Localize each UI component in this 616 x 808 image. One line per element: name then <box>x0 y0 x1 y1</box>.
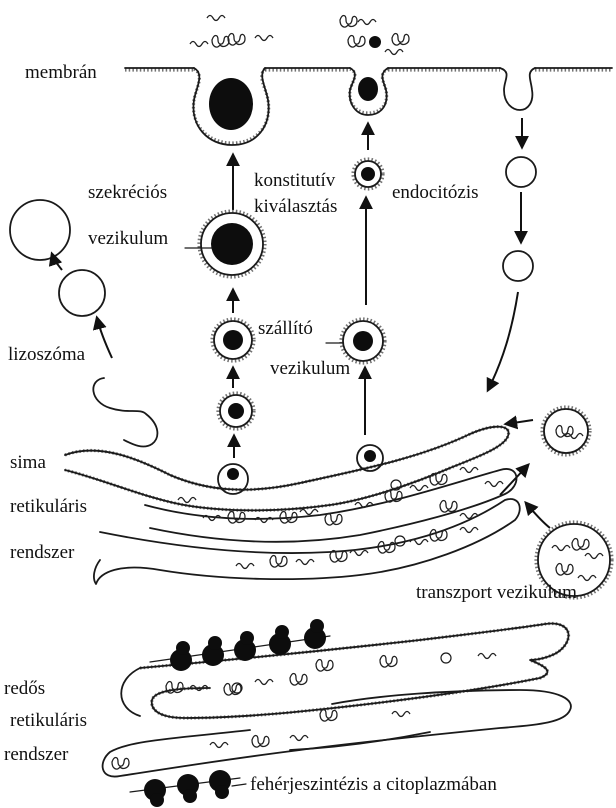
label-constitutive-2: kiválasztás <box>254 196 337 217</box>
secretory-exocytosis-pocket <box>193 68 268 145</box>
label-transport-vesicle: transzport vezikulum <box>416 582 577 603</box>
label-lysosome: lizoszóma <box>8 344 86 365</box>
label-transport-1: szállító <box>258 318 313 339</box>
lysosome-large <box>10 200 70 260</box>
transport-vesicles-right <box>500 407 612 598</box>
label-rough-1: redős <box>4 678 45 699</box>
label-smooth-1: sima <box>10 452 46 473</box>
released-proteins <box>190 16 409 55</box>
constitutive-vesicle <box>353 159 383 189</box>
secretory-vesicle <box>185 211 265 277</box>
endocytic-vesicle-1 <box>506 157 536 187</box>
label-transport-2: vezikulum <box>270 358 350 379</box>
label-rough-3: rendszer <box>4 744 69 765</box>
label-rough-2: retikuláris <box>10 710 87 731</box>
label-smooth-3: rendszer <box>10 542 75 563</box>
label-smooth-2: retikuláris <box>10 496 87 517</box>
lysosome-medium <box>59 270 105 316</box>
label-constitutive-1: konstitutív <box>254 170 336 191</box>
label-protein-synthesis: fehérjeszintézis a citoplazmában <box>250 774 497 795</box>
endocytosis-pocket <box>500 68 535 110</box>
maturing-vesicle-2 <box>218 393 254 429</box>
constitutive-exocytosis-pocket <box>350 68 388 115</box>
endocytosis-pathway <box>488 118 536 390</box>
transport-vesicle-small <box>542 407 590 455</box>
secretory-pathway <box>185 155 265 458</box>
smooth-er-system <box>65 427 520 584</box>
label-membrane: membrán <box>25 62 97 83</box>
maturing-vesicle-1 <box>212 319 254 361</box>
label-secretory-2: vezikulum <box>88 228 168 249</box>
label-endocytosis: endocitózis <box>392 182 479 203</box>
endocytic-vesicle-2 <box>503 251 533 281</box>
label-secretory-1: szekréciós <box>88 182 167 203</box>
transport-vesicle-shuttle <box>326 319 385 363</box>
